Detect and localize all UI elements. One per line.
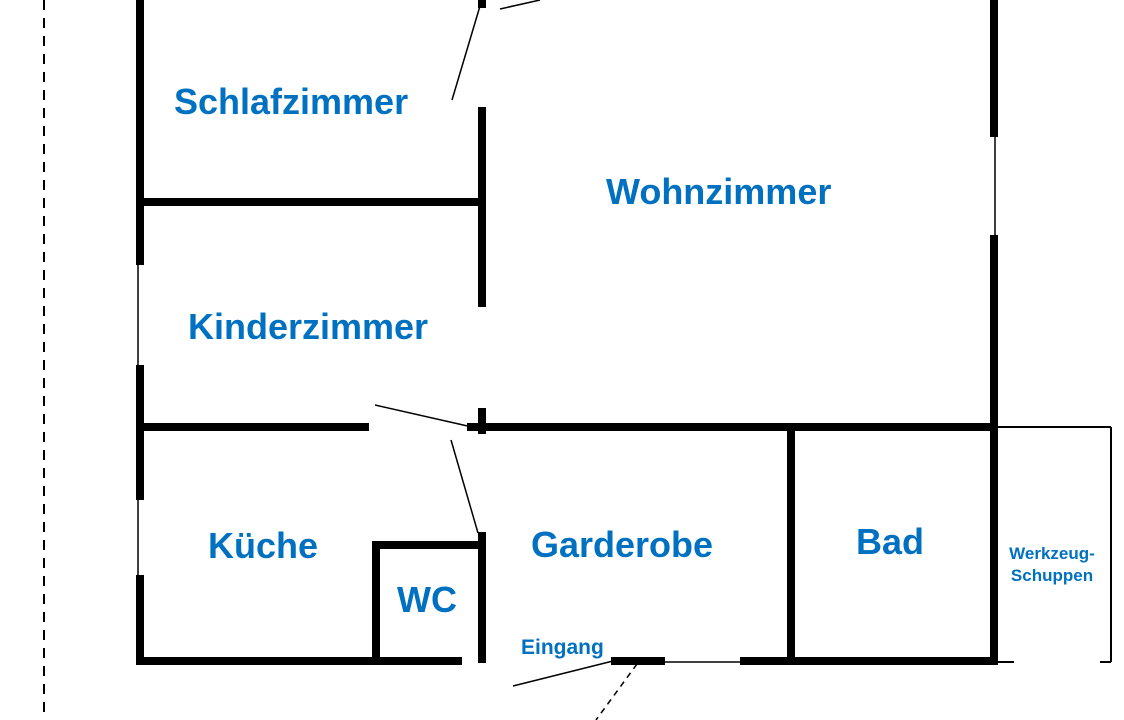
room-label-bad: Bad [856, 521, 925, 562]
wc-walls [372, 532, 486, 663]
door-wohnzimmer-top [499, 0, 541, 10]
wall-inner-vertical [478, 0, 486, 434]
room-label-garderobe: Garderobe [531, 524, 714, 565]
room-label-kueche: Küche [208, 525, 319, 566]
room-label-kinderzimmer: Kinderzimmer [188, 306, 429, 347]
door-kinderzimmer [374, 404, 473, 428]
room-label-schuppen-line2: Schuppen [1010, 566, 1094, 586]
wall-bad-left [787, 427, 795, 663]
wall-schlaf-kinder [136, 198, 484, 206]
room-label-wohnzimmer: Wohnzimmer [606, 171, 832, 212]
door-schlafzimmer [451, 5, 481, 101]
entrance-door-leaf [512, 660, 614, 687]
entrance-label: Eingang [521, 636, 604, 659]
room-label-schuppen-line1: Werkzeug- [1009, 544, 1095, 563]
door-kueche [450, 439, 479, 534]
shed-outline [998, 426, 1112, 663]
room-label-schuppen: Werkzeug- Schuppen [1000, 543, 1104, 587]
entrance-door-swing [595, 663, 638, 720]
outer-wall-bottom [136, 657, 998, 665]
room-label-schlafzimmer: Schlafzimmer [174, 81, 409, 122]
room-label-wc: WC [397, 579, 457, 620]
outer-wall-right [990, 0, 998, 665]
wall-main-horizontal [136, 423, 998, 431]
outer-wall-left [136, 0, 144, 665]
